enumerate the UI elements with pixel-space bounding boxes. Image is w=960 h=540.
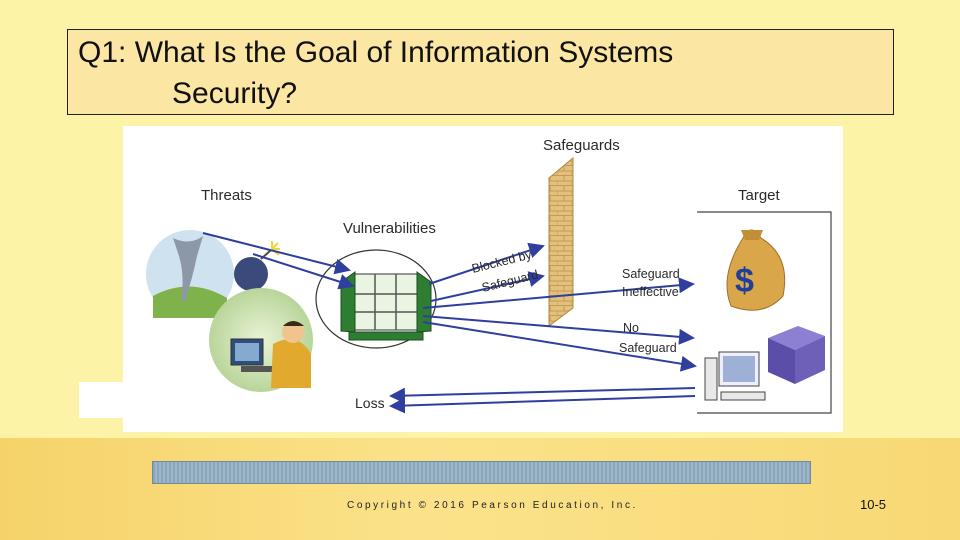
safeguard-wall bbox=[548, 156, 574, 327]
slide-title-line1: Q1: What Is the Goal of Information Syst… bbox=[78, 36, 674, 69]
safeguard-ineffective-label-2: Ineffective bbox=[622, 285, 679, 299]
slide-title-line2: Security? bbox=[172, 77, 298, 110]
target-label: Target bbox=[738, 187, 781, 204]
title-box: Q1: What Is the Goal of Information Syst… bbox=[67, 29, 894, 115]
window-vulnerability-icon bbox=[315, 249, 437, 349]
no-safeguard-label-1: No bbox=[623, 321, 639, 335]
footer-band bbox=[0, 438, 960, 540]
no-safeguard-label-2: Safeguard bbox=[619, 341, 677, 355]
loss-label: Loss bbox=[355, 395, 385, 411]
security-diagram: $ Safeguards Threats Tar bbox=[146, 137, 832, 414]
target-frame bbox=[697, 211, 832, 414]
bomb-threat-icon bbox=[234, 241, 280, 291]
safeguard-ineffective-label-1: Safeguard bbox=[622, 267, 680, 281]
security-threat-figure: $ Safeguards Threats Tar bbox=[123, 126, 843, 432]
hacker-threat-icon bbox=[209, 288, 313, 392]
threat-arrows bbox=[202, 232, 697, 414]
page-number: 10-5 bbox=[860, 497, 887, 512]
money-bag-icon: $ bbox=[726, 229, 786, 311]
threats-label: Threats bbox=[201, 187, 252, 204]
dollar-sign: $ bbox=[735, 262, 754, 300]
tornado-threat-icon bbox=[146, 230, 234, 318]
vulnerabilities-label: Vulnerabilities bbox=[343, 220, 436, 237]
safeguards-label: Safeguards bbox=[543, 137, 620, 154]
computer-target-icon bbox=[704, 351, 766, 401]
package-target-icon bbox=[768, 326, 825, 384]
copyright-text: Copyright © 2016 Pearson Education, Inc. bbox=[347, 500, 638, 511]
footer-decorative-bar bbox=[152, 461, 811, 484]
